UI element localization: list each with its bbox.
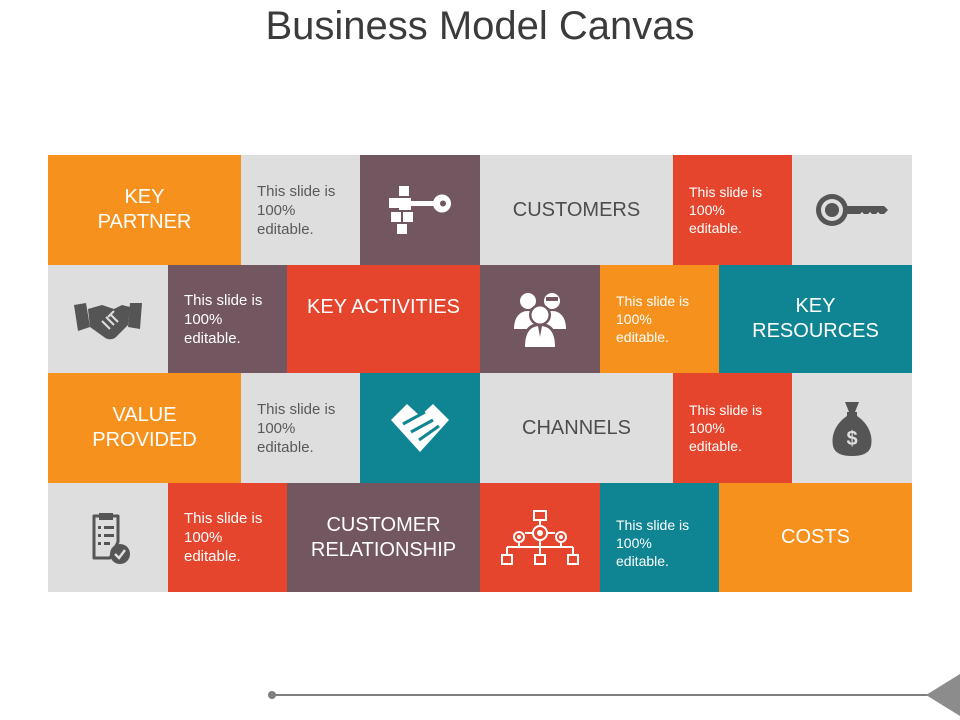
note-text: This slide is 100% editable. [257,400,336,456]
canvas-grid: KEY PARTNER This slide is 100% editable.… [48,155,912,592]
note-text: This slide is 100% editable. [616,517,690,569]
footer-decoration [268,674,960,716]
key-resources-heading: KEY RESOURCES [719,265,912,373]
editable-note: This slide is 100% editable. [168,483,287,592]
costs-heading: COSTS [719,483,912,592]
editable-note: This slide is 100% editable. [673,373,792,483]
customers-heading: CUSTOMERS [480,155,673,265]
customer-relationship-heading: CUSTOMER RELATIONSHIP [287,483,480,592]
note-text: This slide is 100% editable. [616,293,690,345]
note-text: This slide is 100% editable. [689,184,763,236]
money-bag-icon: $ [792,373,912,483]
puzzle-key-icon [360,155,480,265]
network-hierarchy-icon [480,483,600,592]
editable-note: This slide is 100% editable. [600,265,719,373]
editable-note: This slide is 100% editable. [241,373,360,483]
note-text: This slide is 100% editable. [184,291,263,347]
key-icon [792,155,912,265]
channels-heading: CHANNELS [480,373,673,483]
key-partner-heading: KEY PARTNER [48,155,241,265]
editable-note: This slide is 100% editable. [241,155,360,265]
handshake-icon [48,265,168,373]
note-text: This slide is 100% editable. [689,402,763,454]
editable-note: This slide is 100% editable. [168,265,287,373]
editable-note: This slide is 100% editable. [673,155,792,265]
value-provided-heading: VALUE PROVIDED [48,373,241,483]
dollar-sign: $ [846,428,857,450]
people-group-icon [480,265,600,373]
page-title: Business Model Canvas [265,4,695,48]
key-activities-heading: KEY ACTIVITIES [287,265,480,373]
note-text: This slide is 100% editable. [257,182,336,238]
checklist-icon [48,483,168,592]
editable-note: This slide is 100% editable. [600,483,719,592]
diamond-handshake-icon [360,373,480,483]
note-text: This slide is 100% editable. [184,510,263,565]
